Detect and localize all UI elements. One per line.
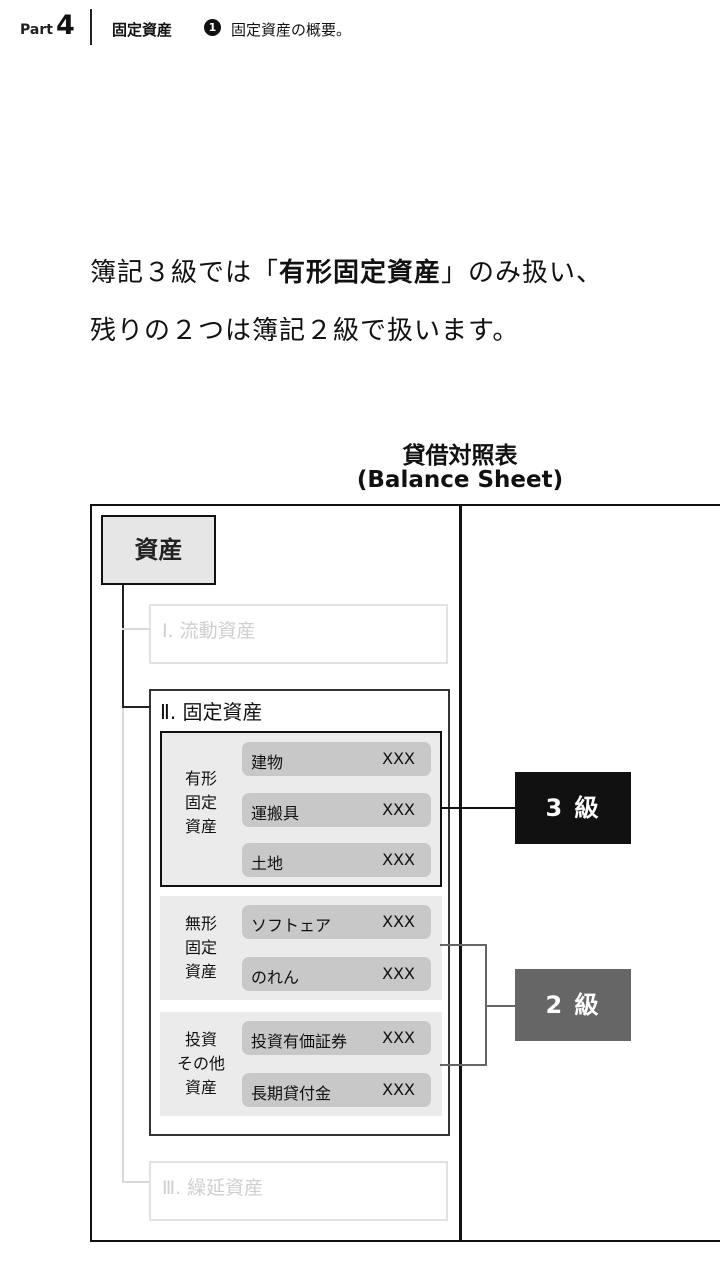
item-value: XXX bbox=[382, 912, 415, 931]
list-item: 運搬具 XXX bbox=[242, 793, 431, 827]
part-label: Part bbox=[20, 22, 53, 38]
item-value: XXX bbox=[382, 850, 415, 869]
diagram-title: 貸借対照表 bbox=[402, 443, 518, 469]
list-item: のれん XXX bbox=[242, 957, 431, 991]
intro-line-1: 簿記３級では「有形固定資産」のみ扱い、 bbox=[90, 252, 603, 289]
tree-connector bbox=[122, 628, 150, 630]
item-value: XXX bbox=[382, 800, 415, 819]
grade2-badge: 2 級 bbox=[515, 969, 631, 1041]
list-item: ソフトェア XXX bbox=[242, 905, 431, 939]
item-name: 土地 bbox=[251, 854, 284, 873]
item-name: 建物 bbox=[251, 753, 284, 772]
header-divider bbox=[90, 9, 92, 45]
current-assets-box: Ⅰ. 流動資産 bbox=[149, 604, 448, 664]
section-subtitle: 固定資産の概要。 bbox=[231, 21, 352, 39]
group-label-line: 有形 bbox=[184, 769, 217, 788]
item-value: XXX bbox=[382, 964, 415, 983]
item-name: 運搬具 bbox=[251, 804, 300, 823]
list-item: 投資有価証券 XXX bbox=[242, 1021, 431, 1055]
tree-connector bbox=[122, 585, 124, 708]
item-value: XXX bbox=[382, 1080, 415, 1099]
deferred-assets-box: Ⅲ. 繰延資産 bbox=[149, 1161, 448, 1221]
tree-connector bbox=[122, 706, 150, 708]
grade2-connector bbox=[485, 1005, 516, 1007]
intro-line-2: 残りの２つは簿記２級で扱います。 bbox=[90, 316, 520, 346]
tree-connector bbox=[122, 1181, 150, 1183]
grade2-connector bbox=[440, 1064, 486, 1066]
group-label-line: 無形 bbox=[184, 914, 217, 933]
list-item: 長期貸付金 XXX bbox=[242, 1073, 431, 1107]
intro-line-1-after: 」のみ扱い、 bbox=[441, 258, 604, 288]
item-value: XXX bbox=[382, 1028, 415, 1047]
grade2-connector bbox=[440, 944, 486, 946]
intro-line-1-before: 簿記３級では「 bbox=[90, 258, 280, 288]
section-number-badge: 1 bbox=[204, 19, 221, 36]
group-label-line: 投資 bbox=[184, 1030, 217, 1049]
group-label-line: 資産 bbox=[184, 1078, 217, 1097]
grade3-badge: 3 級 bbox=[515, 772, 631, 844]
item-name: 長期貸付金 bbox=[251, 1084, 332, 1103]
list-item: 土地 XXX bbox=[242, 843, 431, 877]
investment-assets-label: 投資 その他 資産 bbox=[166, 1028, 236, 1100]
group-label-line: その他 bbox=[176, 1054, 225, 1073]
section-title: 固定資産 bbox=[112, 21, 173, 39]
item-value: XXX bbox=[382, 749, 415, 768]
list-item: 建物 XXX bbox=[242, 742, 431, 776]
deferred-assets-label: Ⅲ. 繰延資産 bbox=[162, 1177, 264, 1199]
balance-sheet-frame bbox=[90, 504, 720, 1242]
intro-line-1-bold: 有形固定資産 bbox=[279, 258, 442, 288]
item-name: ソフトェア bbox=[251, 916, 332, 935]
group-label-line: 固定 bbox=[184, 938, 217, 957]
grade3-connector bbox=[442, 807, 516, 809]
tangible-assets-label: 有形 固定 資産 bbox=[166, 767, 236, 839]
item-name: 投資有価証券 bbox=[251, 1032, 348, 1051]
balance-sheet-divider bbox=[459, 504, 462, 1242]
group-label-line: 資産 bbox=[184, 962, 217, 981]
part-number: 4 bbox=[56, 10, 75, 41]
intangible-assets-label: 無形 固定 資産 bbox=[166, 912, 236, 984]
group-label-line: 資産 bbox=[184, 817, 217, 836]
group-label-line: 固定 bbox=[184, 793, 217, 812]
asset-box: 資産 bbox=[101, 515, 216, 585]
tree-connector bbox=[122, 708, 124, 1182]
current-assets-label: Ⅰ. 流動資産 bbox=[162, 620, 256, 642]
item-name: のれん bbox=[251, 968, 300, 987]
diagram-subtitle: (Balance Sheet) bbox=[356, 467, 564, 493]
fixed-assets-label: Ⅱ. 固定資産 bbox=[160, 700, 263, 724]
